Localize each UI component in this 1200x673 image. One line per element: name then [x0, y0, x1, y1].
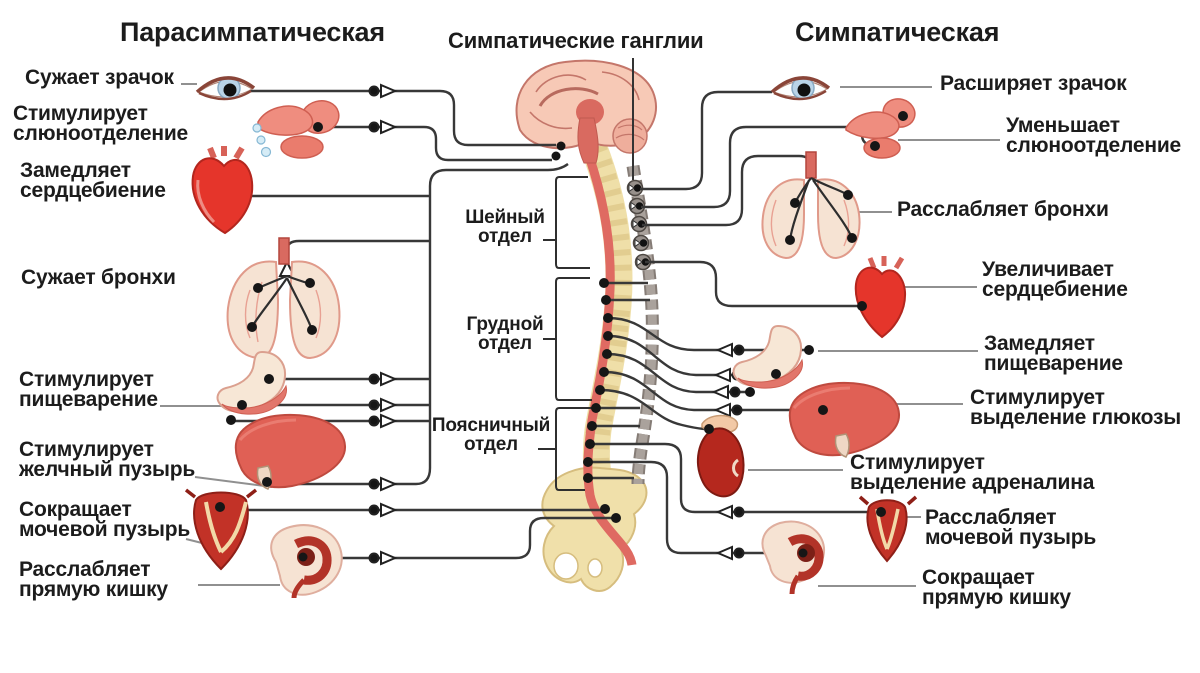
brain-icon — [515, 59, 657, 164]
liver-gallbladder-left-icon — [234, 413, 347, 490]
parasympathetic-title: Парасимпатическая — [120, 17, 385, 47]
para-label-heart: Замедляет сердцебиение — [20, 159, 166, 202]
bladder-right-icon — [858, 495, 918, 563]
rectum-right-icon — [761, 520, 825, 595]
para-label-digestion: Стимулирует пищеварение — [19, 368, 158, 411]
cord-ganglia-dots — [551, 141, 621, 523]
para-label-gallbladder: Стимулирует желчный пузырь — [19, 438, 196, 481]
para-label-saliva: Стимулирует слюноотделение — [13, 102, 189, 145]
stomach-left-icon — [216, 350, 287, 425]
cerebellum — [612, 118, 648, 154]
heart-right-icon — [854, 256, 907, 339]
adrenal-kidney-right-icon — [696, 414, 745, 498]
symp-label-glucose: Стимулирует выделение глюкозы — [970, 386, 1181, 429]
symp-label-bronchi: Расслабляет бронхи — [897, 198, 1109, 221]
spinal-cord — [579, 140, 637, 566]
stomach-right-icon — [732, 324, 814, 397]
spinal-column — [541, 140, 648, 592]
eye-left-icon — [195, 76, 256, 101]
section-brackets — [538, 176, 592, 491]
brainstem — [577, 117, 599, 164]
symp-label-rectum: Сокращает прямую кишку — [922, 566, 1071, 609]
para-label-bronchi: Сужает бронхи — [21, 266, 176, 289]
symp-label-bladder: Расслабляет мочевой пузырь — [925, 506, 1097, 549]
symp-label-saliva: Уменьшает слюноотделение — [1006, 114, 1182, 157]
sympathetic-title: Симпатическая — [795, 17, 1000, 47]
salivary-glands-left-icon — [252, 100, 340, 159]
salivary-glands-right-icon — [845, 98, 916, 159]
symp-label-adrenaline: Стимулирует выделение адреналина — [850, 451, 1095, 494]
heart-left-icon — [191, 146, 254, 235]
symp-label-heart: Увеличивает сердцебиение — [982, 258, 1128, 301]
leader-lines — [160, 83, 1000, 587]
symp-label-digestion: Замедляет пищеварение — [984, 332, 1123, 375]
para-label-bladder: Сокращает мочевой пузырь — [19, 498, 191, 541]
section-cervical: Шейный отдел — [465, 207, 545, 247]
rectum-left-icon — [270, 524, 343, 599]
eye-right-icon — [770, 76, 831, 101]
liver-right-icon — [788, 381, 901, 458]
section-thoracic: Грудной отдел — [466, 314, 544, 354]
lungs-right-icon — [761, 151, 861, 260]
section-lumbar: Поясничный отдел — [431, 415, 551, 455]
para-label-rectum: Расслабляет прямую кишку — [19, 558, 168, 601]
sympathetic-ganglia-title: Симпатические ганглии — [448, 28, 704, 53]
cervical-ganglia — [626, 179, 652, 271]
bladder-left-icon — [184, 488, 258, 571]
symp-label-pupil: Расширяет зрачок — [940, 72, 1127, 95]
lungs-left-icon — [226, 237, 341, 360]
para-label-pupil: Сужает зрачок — [25, 66, 174, 89]
sympathetic-lines — [588, 90, 876, 555]
